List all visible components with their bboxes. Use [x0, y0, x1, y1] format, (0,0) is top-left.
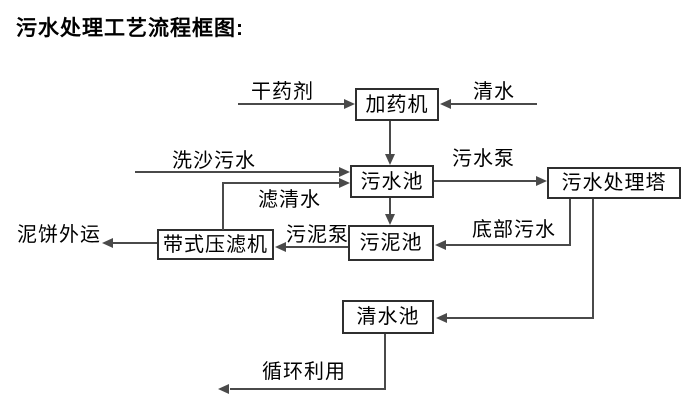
- edge-sand-washing-line: [135, 171, 339, 173]
- label-recycle-use: 循环利用: [262, 361, 346, 383]
- label-clean-water: 清水: [473, 81, 515, 103]
- edge-dry-agent-arrowhead: [344, 99, 355, 109]
- label-bottom-sewage: 底部污水: [472, 219, 556, 241]
- edge-bottom-sewage-vline: [569, 199, 571, 245]
- edge-sludge-pump-line: [286, 246, 348, 248]
- edge-mud-cake-arrowhead: [102, 238, 113, 248]
- edge-bottom-sewage-hline: [446, 244, 571, 246]
- edge-mud-cake-line: [113, 242, 157, 244]
- label-filtered-water: 滤清水: [258, 189, 321, 211]
- label-mud-cake-out: 泥饼外运: [17, 224, 101, 246]
- edge-sewage-to-sludge-arrowhead: [385, 214, 395, 225]
- edge-recycle-arrowhead: [218, 384, 229, 394]
- label-sand-washing-sewage: 洗沙污水: [172, 150, 256, 172]
- edge-dosing-to-sewage-line: [389, 121, 391, 155]
- edge-sewage-to-sludge-line: [389, 198, 391, 215]
- edge-tower-to-clean-hline: [447, 317, 594, 319]
- edge-filtered-water-arrowhead: [339, 178, 350, 188]
- edge-dry-agent-line: [238, 103, 344, 105]
- edge-sand-washing-arrowhead: [339, 167, 350, 177]
- edge-clean-water-arrowhead: [440, 99, 451, 109]
- node-sewage-pool: 污水池: [350, 165, 434, 198]
- node-clean-water-pool: 清水池: [342, 300, 434, 334]
- edge-recycle-hline: [230, 388, 386, 390]
- page-title: 污水处理工艺流程框图:: [16, 17, 244, 40]
- node-sludge-pool: 污泥池: [348, 225, 434, 261]
- edge-filtered-water-hline: [222, 182, 339, 184]
- edge-bottom-sewage-arrowhead: [435, 240, 446, 250]
- edge-clean-water-line: [451, 103, 537, 105]
- node-treatment-tower: 污水处理塔: [547, 167, 681, 199]
- label-dry-agent: 干药剂: [251, 81, 314, 103]
- edge-sewage-pump-line: [434, 180, 536, 182]
- edge-recycle-vline: [384, 334, 386, 390]
- edge-sludge-pump-arrowhead: [275, 242, 286, 252]
- edge-tower-to-clean-vline: [592, 199, 594, 319]
- node-belt-filter-press: 带式压滤机: [157, 229, 274, 260]
- label-sewage-pump: 污水泵: [452, 148, 515, 170]
- edge-filtered-water-vline: [222, 182, 224, 230]
- edge-dosing-to-sewage-arrowhead: [385, 154, 395, 165]
- edge-tower-to-clean-arrowhead: [436, 313, 447, 323]
- edge-sewage-pump-arrowhead: [536, 176, 547, 186]
- label-sludge-pump: 污泥泵: [286, 224, 349, 246]
- node-dosing-machine: 加药机: [355, 88, 439, 121]
